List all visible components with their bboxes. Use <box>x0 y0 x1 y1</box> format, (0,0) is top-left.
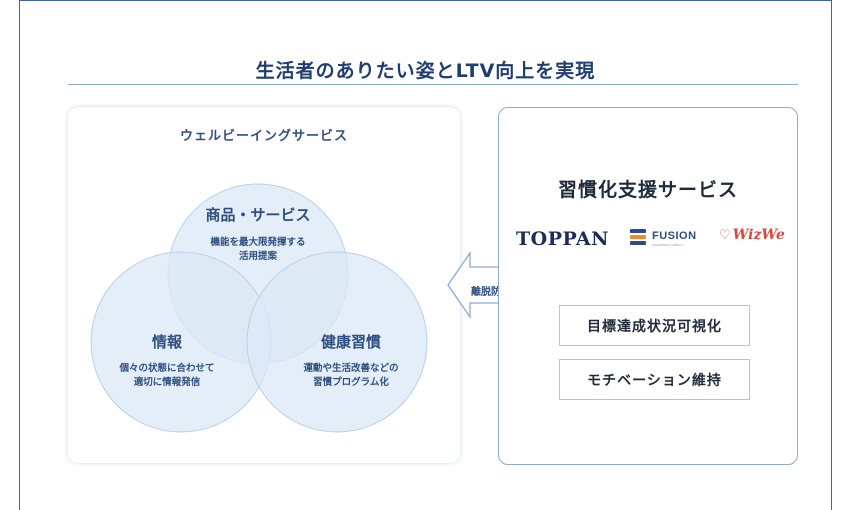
circle-information-desc-1: 個々の状態に合わせて <box>118 362 214 374</box>
motivation-box: モチベーション維持 <box>559 359 750 400</box>
circle-information-label: 情報 <box>152 333 183 351</box>
circle-health-desc-2: 習慣プログラム化 <box>313 376 389 388</box>
fusion-mark-icon <box>630 229 646 247</box>
circle-information-desc-2: 適切に情報発信 <box>134 376 201 388</box>
fusion-subtitle: MARKETING AGENCY <box>652 243 684 247</box>
goal-visualization-box: 目標達成状況可視化 <box>559 305 750 346</box>
wizwe-logo: ♡WizWe <box>719 227 785 243</box>
habit-support-panel <box>498 107 798 465</box>
circle-products-desc-2: 活用提案 <box>239 250 278 262</box>
arrow-label: 離脱防止 <box>471 287 511 298</box>
wizwe-wordmark: WizWe <box>732 227 785 243</box>
circle-health-habits <box>246 251 428 433</box>
circle-products-desc-1: 機能を最大限発揮する <box>210 236 305 248</box>
circle-products-label: 商品・サービス <box>205 206 310 224</box>
toppan-logo: TOPPAN <box>516 228 609 250</box>
fusion-wordmark: FUSION <box>652 230 697 242</box>
wellbeing-title: ウェルビーイングサービス <box>179 129 348 144</box>
wizwe-heart-icon: ♡ <box>719 228 731 243</box>
habit-support-title: 習慣化支援サービス <box>557 179 738 201</box>
title-divider <box>68 84 798 85</box>
page-frame <box>19 0 832 510</box>
venn-diagram: 商品・サービス 機能を最大限発揮する 活用提案 情報 個々の状態に合わせて 適切… <box>90 183 428 433</box>
circle-health-label: 健康習慣 <box>321 333 381 351</box>
page-title: 生活者のありたい姿とLTV向上を実現 <box>255 60 596 82</box>
circle-health-desc-1: 運動や生活改善などの <box>303 362 398 374</box>
